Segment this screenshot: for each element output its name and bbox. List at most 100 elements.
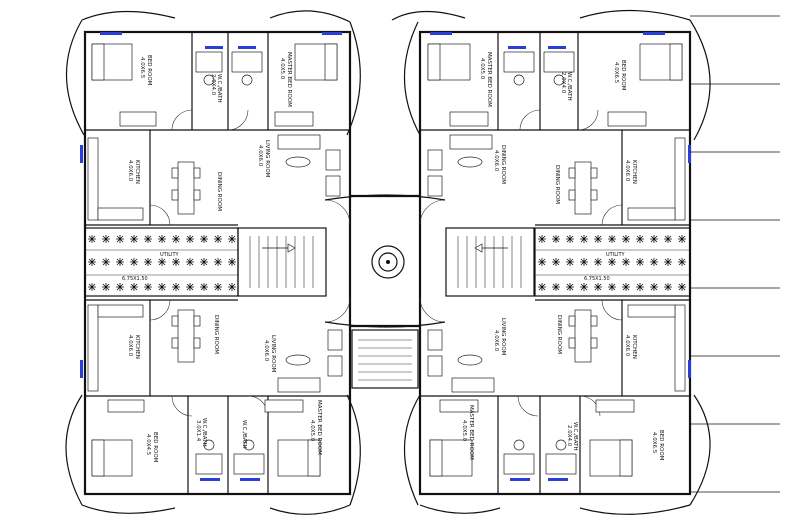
label-master-tl: MASTER BED ROOM <box>286 52 292 107</box>
plant-symbol <box>102 258 110 266</box>
plant-symbol <box>88 283 96 291</box>
window-accents <box>80 32 691 481</box>
label-living-br: LIVING ROOM <box>500 318 506 356</box>
plant-symbol <box>622 235 630 243</box>
plant-symbol <box>186 283 194 291</box>
label-bed-room-tl: BED ROOM <box>146 55 152 86</box>
plant-symbol <box>116 283 124 291</box>
label-utility-r: UTILITY <box>606 252 626 258</box>
label-dining-tr-living: DINING ROOM <box>500 145 506 184</box>
plant-symbol <box>228 283 236 291</box>
plant-symbol <box>566 235 574 243</box>
plant-symbol <box>580 283 588 291</box>
label-wc-bl: W.C./BATH <box>201 418 207 447</box>
label-master-size-tr: 4.0X5.0 <box>479 58 485 80</box>
plant-symbol <box>678 258 686 266</box>
plant-symbol <box>538 235 546 243</box>
plant-symbol <box>200 235 208 243</box>
plant-symbol <box>552 235 560 243</box>
label-living-bl: LIVING ROOM <box>270 335 276 373</box>
plant-symbol <box>622 258 630 266</box>
plant-symbol <box>664 235 672 243</box>
plant-symbol <box>130 235 138 243</box>
label-bed-room-size-tl: 4.0X6.5 <box>139 57 145 79</box>
plant-symbol <box>172 283 180 291</box>
label-bed-room-size-br: 4.0X6.5 <box>651 432 657 454</box>
plant-symbol <box>172 235 180 243</box>
plant-symbol <box>158 235 166 243</box>
plant-symbol <box>88 235 96 243</box>
plant-symbol <box>594 235 602 243</box>
plant-symbol <box>214 235 222 243</box>
label-master-size-bl: 4.0X5.0 <box>309 420 315 442</box>
balcony-arcs <box>65 9 711 515</box>
plant-symbol <box>214 283 222 291</box>
label-living-size-br: 4.0X6.0 <box>493 330 499 352</box>
plant-symbol <box>130 283 138 291</box>
label-master-tr: MASTER BED ROOM <box>486 52 492 107</box>
plant-symbol <box>538 258 546 266</box>
label-kitchen-size-bl: 4.0X6.0 <box>127 335 133 357</box>
label-kitchen-br: KITCHEN <box>631 335 637 359</box>
plant-symbol <box>678 235 686 243</box>
label-wc-size-tl: 2.0X4.0 <box>210 74 216 96</box>
plant-symbol <box>678 283 686 291</box>
plant-symbol <box>622 283 630 291</box>
plant-symbol <box>608 283 616 291</box>
plant-symbol <box>144 283 152 291</box>
label-dining-br: DINING ROOM <box>556 315 562 354</box>
label-wc-tr: W.C./BATH <box>566 72 572 101</box>
plant-symbol <box>552 258 560 266</box>
plant-symbol <box>102 283 110 291</box>
plant-symbol <box>608 235 616 243</box>
bath-fixtures <box>195 51 577 475</box>
plant-symbol <box>228 258 236 266</box>
dining-tables <box>171 161 598 363</box>
kitchen-counters <box>87 137 686 392</box>
plant-symbol <box>172 258 180 266</box>
plant-symbol <box>200 283 208 291</box>
staircases <box>237 227 535 389</box>
label-wc-tl: W.C./BATH <box>216 74 222 103</box>
living-sofas <box>277 134 495 393</box>
plant-symbol <box>580 258 588 266</box>
label-kitchen-size-tr: 4.0X6.0 <box>624 160 630 182</box>
label-master-bl: MASTER BED ROOM <box>316 400 322 455</box>
section-lines <box>690 15 780 493</box>
plant-symbol <box>130 258 138 266</box>
label-master-br: MASTER BED ROOM <box>468 405 474 460</box>
plant-symbol <box>636 258 644 266</box>
plant-symbol <box>214 258 222 266</box>
central-lobby <box>324 194 446 328</box>
plant-symbol <box>538 283 546 291</box>
label-bed-room-br: BED ROOM <box>658 430 664 461</box>
plant-symbol <box>88 258 96 266</box>
label-bed-room-bl: BED ROOM <box>152 432 158 463</box>
label-wc-size-br: 2.0X4.0 <box>566 425 572 447</box>
label-living-size-tr: 4.0X6.0 <box>493 150 499 172</box>
plant-symbol <box>594 283 602 291</box>
label-utility-size-l: 6.75X1.50 <box>122 276 148 282</box>
plant-symbol <box>594 258 602 266</box>
plant-symbol <box>228 235 236 243</box>
room-labels: BED ROOM 4.0X6.5 W.C./BATH 2.0X4.0 MASTE… <box>122 52 664 463</box>
plant-symbol <box>608 258 616 266</box>
label-dining-bl: DINING ROOM <box>213 315 219 354</box>
label-living-tl: LIVING ROOM <box>264 140 270 178</box>
plant-symbol <box>552 283 560 291</box>
bed-furniture <box>91 43 683 477</box>
label-wc-br: W.C./BATH <box>572 422 578 451</box>
plant-symbol <box>144 258 152 266</box>
plant-symbol <box>116 235 124 243</box>
label-wc-size-bl: 3.0X1.4 <box>195 420 201 442</box>
label-kitchen-tl: KITCHEN <box>134 160 140 184</box>
plant-symbol <box>636 235 644 243</box>
utility-strips <box>84 227 691 297</box>
label-wc-size-tr: 2.0X4.0 <box>560 72 566 94</box>
label-dining-tl: DINING ROOM <box>216 172 222 211</box>
label-kitchen-bl: KITCHEN <box>134 335 140 359</box>
plant-symbol <box>664 258 672 266</box>
plant-symbol <box>158 258 166 266</box>
plant-symbol <box>566 258 574 266</box>
